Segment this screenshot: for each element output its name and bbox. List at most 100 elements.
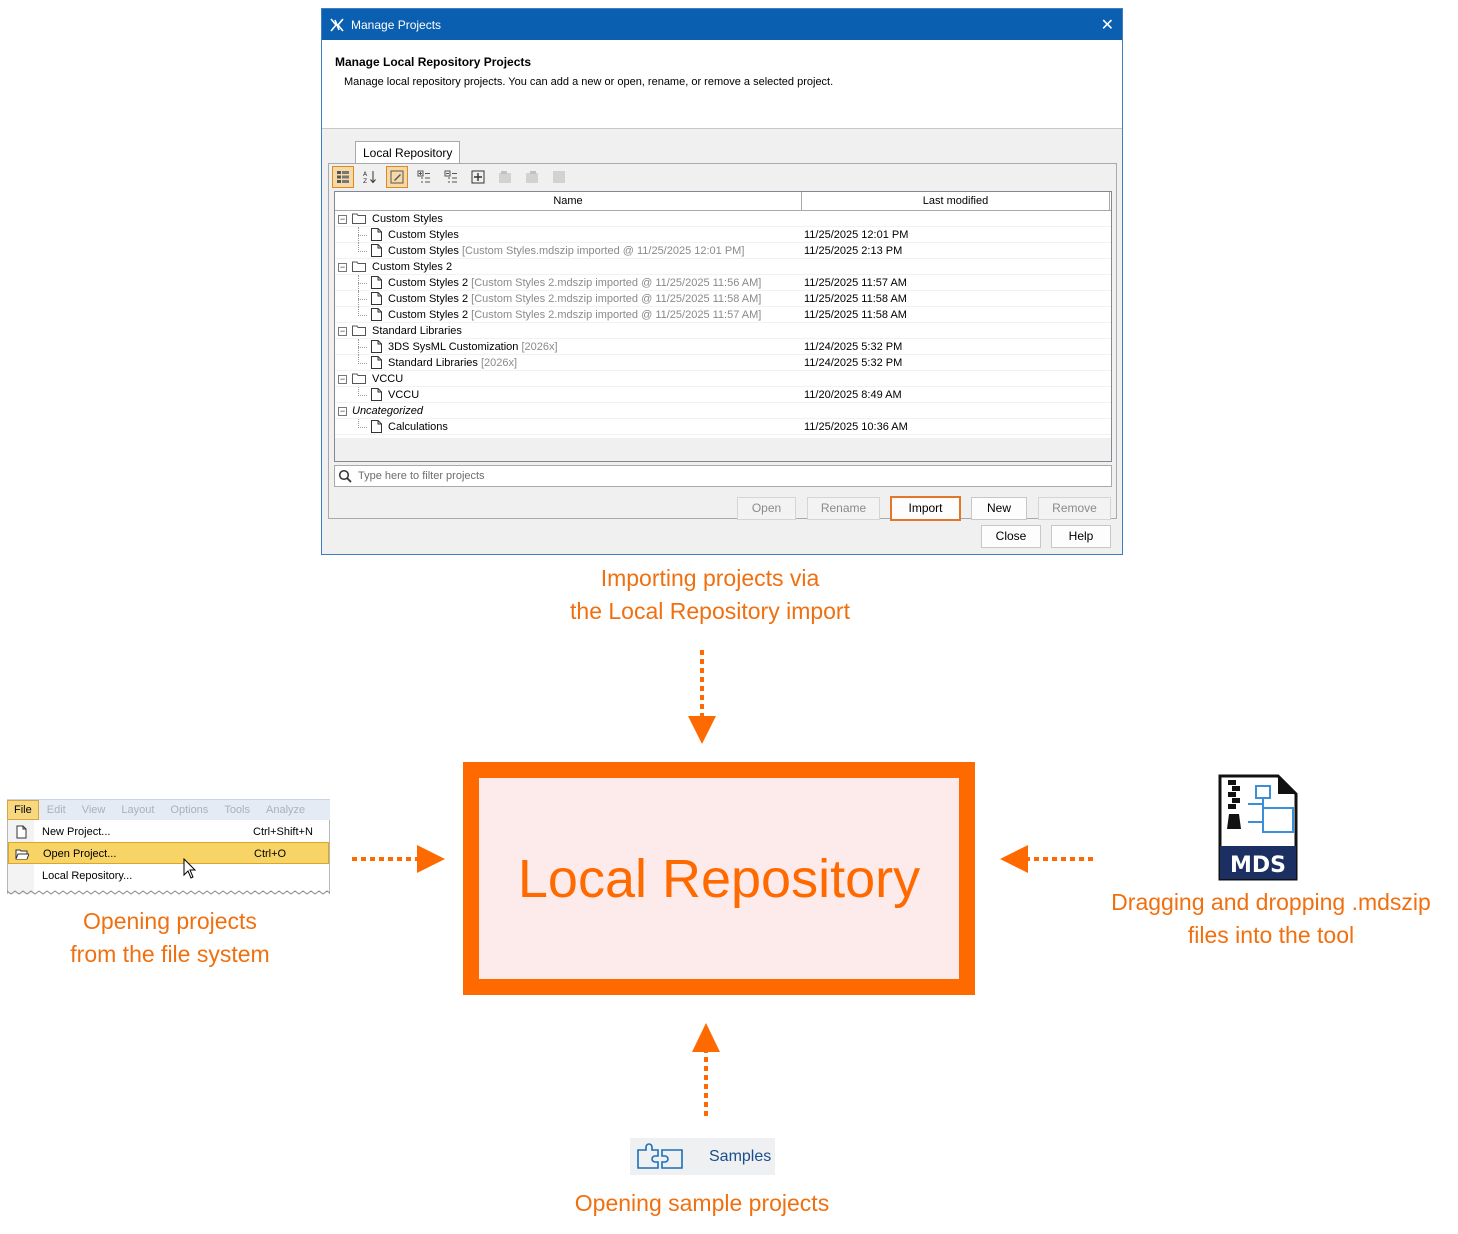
menu-item-open-project-label: Open Project... xyxy=(43,848,117,860)
menu-tools[interactable]: Tools xyxy=(224,804,250,816)
table-row[interactable]: Custom Styles 2 [Custom Styles 2.mdszip … xyxy=(335,291,1111,307)
project-label: VCCU xyxy=(388,387,419,403)
tree-connector xyxy=(358,283,367,284)
project-label: Custom Styles 2 [Custom Styles 2.mdszip … xyxy=(388,291,761,307)
column-header-last-modified[interactable]: Last modified xyxy=(802,192,1110,210)
column-header-name[interactable]: Name xyxy=(335,192,802,210)
rename-button[interactable]: Rename xyxy=(807,497,880,520)
table-row[interactable]: −Uncategorized xyxy=(335,403,1111,419)
caption-drag-drop-line1: Dragging and dropping .mdszip xyxy=(1111,889,1431,915)
table-row[interactable]: −VCCU xyxy=(335,371,1111,387)
menu-item-local-repository[interactable]: Local Repository... xyxy=(8,865,329,887)
svg-text:Z: Z xyxy=(363,178,367,184)
torn-edge xyxy=(7,890,330,895)
local-repository-label: Local Repository xyxy=(517,848,921,909)
tree-connector xyxy=(358,307,359,316)
import-button[interactable]: Import xyxy=(890,496,961,521)
project-name: Custom Styles 2 xyxy=(388,293,469,305)
menu-analyze[interactable]: Analyze xyxy=(266,804,306,816)
expand-all-button[interactable] xyxy=(413,166,435,188)
cell-name: −Custom Styles 2 xyxy=(335,259,802,274)
help-button[interactable]: Help xyxy=(1051,525,1111,548)
caption-import-line2: the Local Repository import xyxy=(570,598,850,624)
new-button[interactable]: New xyxy=(971,497,1027,520)
collapse-all-button[interactable] xyxy=(440,166,462,188)
tree-connector xyxy=(358,427,367,428)
table-row[interactable]: 3DS SysML Customization [2026x]11/24/202… xyxy=(335,339,1111,355)
project-file-icon xyxy=(371,340,382,353)
project-import-info: [Custom Styles 2.mdszip imported @ 11/25… xyxy=(468,309,762,321)
caption-import: Importing projects via the Local Reposit… xyxy=(560,562,860,628)
header-title: Manage Local Repository Projects xyxy=(335,55,532,69)
tree-connector xyxy=(358,299,367,300)
collapse-toggle-icon[interactable]: − xyxy=(338,326,347,336)
project-import-info: [Custom Styles 2.mdszip imported @ 11/25… xyxy=(468,293,762,305)
remove-button[interactable]: Remove xyxy=(1038,497,1111,520)
menu-item-open-project[interactable]: Open Project... Ctrl+O xyxy=(8,842,329,864)
table-row[interactable]: Custom Styles 2 [Custom Styles 2.mdszip … xyxy=(335,307,1111,323)
collapse-toggle-icon[interactable]: − xyxy=(338,214,347,224)
table-row[interactable]: −Standard Libraries xyxy=(335,323,1111,339)
menu-view[interactable]: View xyxy=(81,804,106,816)
open-button[interactable]: Open xyxy=(737,497,796,520)
folder-icon xyxy=(352,261,366,272)
project-import-info: [Custom Styles.mdszip imported @ 11/25/2… xyxy=(458,245,745,257)
search-icon xyxy=(338,469,352,483)
table-row[interactable]: −Custom Styles xyxy=(335,211,1111,227)
project-label: Custom Styles [Custom Styles.mdszip impo… xyxy=(388,243,744,259)
new-group-button[interactable] xyxy=(467,166,489,188)
mdszip-file-icon: MDS xyxy=(1218,774,1298,881)
edit-mode-button[interactable] xyxy=(386,166,408,188)
menu-item-new-project[interactable]: New Project... Ctrl+Shift+N xyxy=(8,821,329,843)
project-name: Calculations xyxy=(388,421,448,433)
mds-label: MDS xyxy=(1230,853,1286,878)
cell-name: Custom Styles [Custom Styles.mdszip impo… xyxy=(335,243,802,258)
file-menu: File Edit View Layout Options Tools Anal… xyxy=(7,799,330,895)
group-view-button[interactable] xyxy=(332,166,354,188)
tree-connector xyxy=(358,419,359,428)
collapse-toggle-icon[interactable]: − xyxy=(338,374,347,384)
table-row[interactable]: −Custom Styles 2 xyxy=(335,259,1111,275)
table-row[interactable]: Standard Libraries [2026x]11/24/2025 5:3… xyxy=(335,355,1111,371)
filter-input[interactable] xyxy=(358,470,1058,482)
cell-name: Custom Styles 2 [Custom Styles 2.mdszip … xyxy=(335,307,802,322)
menu-options[interactable]: Options xyxy=(170,804,209,816)
tab-local-repository[interactable]: Local Repository xyxy=(355,141,461,164)
local-repository-box: Local Repository xyxy=(463,762,975,995)
menu-file[interactable]: File xyxy=(7,800,39,820)
table-row[interactable]: Custom Styles [Custom Styles.mdszip impo… xyxy=(335,243,1111,259)
collapse-toggle-icon[interactable]: − xyxy=(338,406,347,416)
header-description: Manage local repository projects. You ca… xyxy=(344,76,834,88)
menu-edit[interactable]: Edit xyxy=(46,804,66,816)
close-button[interactable]: Close xyxy=(981,525,1041,548)
cell-name: Custom Styles 2 [Custom Styles 2.mdszip … xyxy=(335,275,802,291)
dialog-titlebar: Manage Projects ✕ xyxy=(322,9,1122,40)
delete-group-button[interactable] xyxy=(548,166,570,188)
move-button[interactable] xyxy=(494,166,516,188)
cell-last-modified xyxy=(802,371,1110,386)
caption-samples: Opening sample projects xyxy=(574,1190,830,1216)
close-icon[interactable]: ✕ xyxy=(1100,17,1114,34)
caption-import-line1: Importing projects via xyxy=(600,565,820,591)
menu-layout[interactable]: Layout xyxy=(121,804,155,816)
project-label: Custom Styles xyxy=(388,227,459,243)
cell-last-modified: 11/25/2025 10:36 AM xyxy=(804,421,908,433)
collapse-toggle-icon[interactable]: − xyxy=(338,262,347,272)
project-label: 3DS SysML Customization [2026x] xyxy=(388,339,558,355)
samples-button[interactable]: Samples xyxy=(630,1138,775,1175)
expand-all-icon xyxy=(417,170,430,183)
table-row[interactable]: Calculations 11/25/2025 10:36 AM xyxy=(335,419,1111,435)
cell-name: 3DS SysML Customization [2026x] xyxy=(335,339,802,355)
group-view-icon xyxy=(337,171,349,183)
copy-button[interactable] xyxy=(521,166,543,188)
arrow-left-from-drag-drop xyxy=(1000,845,1094,873)
app-logo-icon xyxy=(330,17,344,32)
project-label: Standard Libraries [2026x] xyxy=(388,355,517,371)
table-row[interactable]: Custom Styles 2 [Custom Styles 2.mdszip … xyxy=(335,275,1111,291)
project-label: Custom Styles 2 [Custom Styles 2.mdszip … xyxy=(388,307,761,323)
